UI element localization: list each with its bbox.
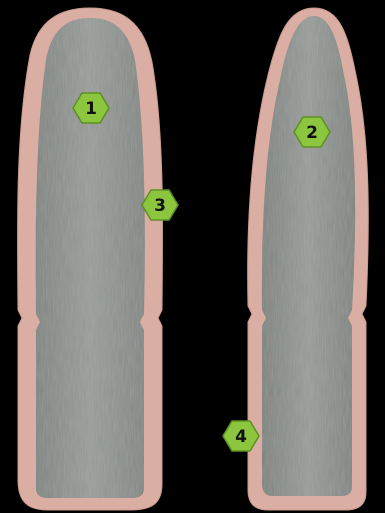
- callout-label-2: 2: [306, 123, 318, 143]
- callout-label-3: 3: [154, 196, 166, 216]
- bullet-left: [17, 8, 162, 510]
- callout-label-4: 4: [235, 427, 247, 447]
- callout-label-1: 1: [85, 99, 97, 119]
- bullet-right: [248, 8, 369, 510]
